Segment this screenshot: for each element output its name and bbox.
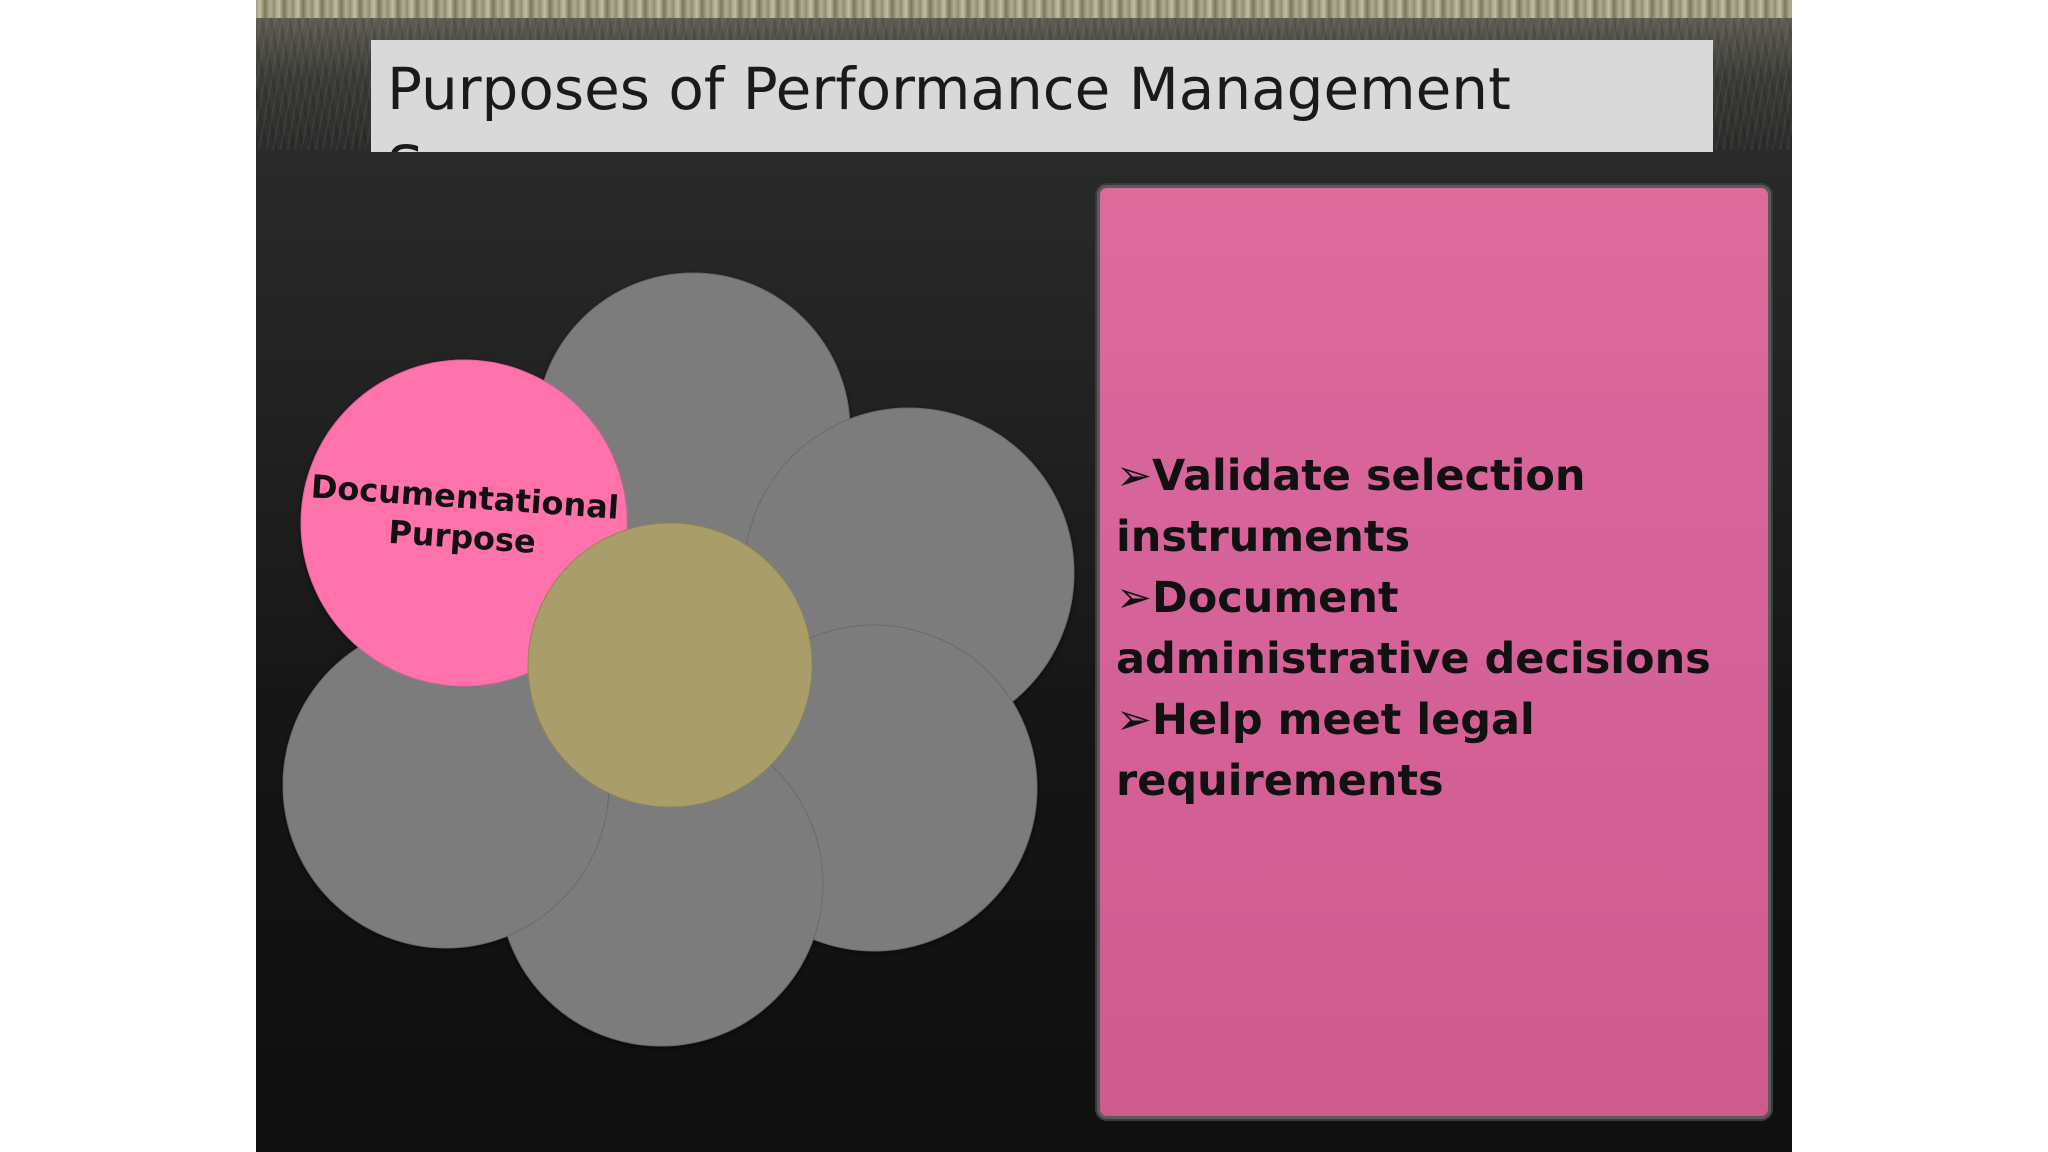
title-box: Purposes of Performance ManagementS	[371, 40, 1713, 152]
background-grass-texture	[256, 0, 1792, 18]
slide: Purposes of Performance ManagementS Docu…	[256, 0, 1792, 1152]
arrow-bullet-icon: ➢	[1116, 451, 1153, 501]
title-overflow-glyph: S	[387, 133, 424, 152]
slide-title: Purposes of Performance ManagementS	[387, 50, 1511, 152]
bullet-item: ➢Validate selection instruments	[1116, 446, 1756, 568]
bullet-item: ➢Document administrative decisions	[1116, 568, 1756, 690]
bullet-list: ➢Validate selection instruments ➢Documen…	[1116, 446, 1756, 812]
arrow-bullet-icon: ➢	[1116, 573, 1153, 623]
bullet-item: ➢Help meet legal requirements	[1116, 690, 1756, 812]
flower-center	[527, 522, 813, 808]
content-box	[1097, 185, 1771, 1119]
arrow-bullet-icon: ➢	[1116, 695, 1153, 745]
flower-diagram: Documentational Purpose	[282, 272, 1075, 1047]
